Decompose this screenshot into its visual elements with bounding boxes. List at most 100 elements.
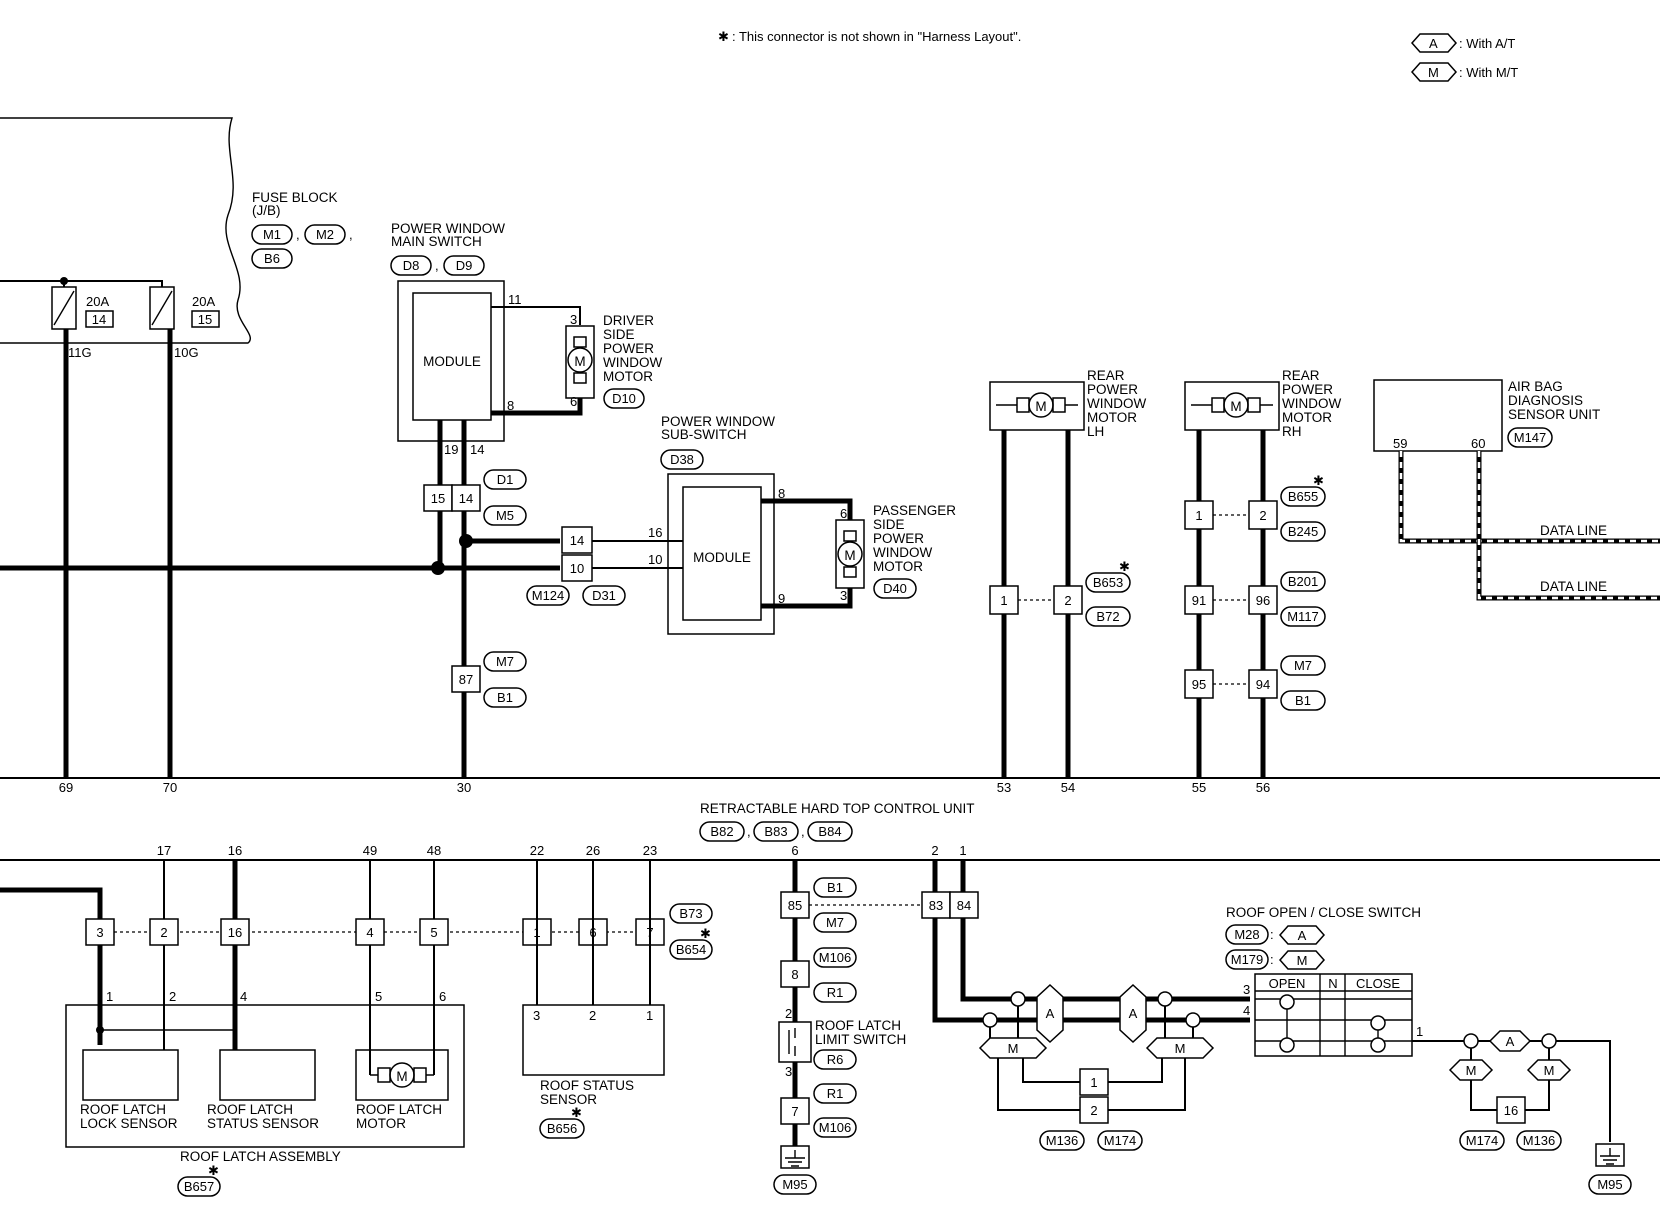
conn-d31 — [582, 585, 626, 606]
data-line-1-inner — [1399, 451, 1660, 543]
passenger-motor-body — [835, 519, 865, 589]
cu-pin-22: 22 — [530, 843, 544, 858]
roof-latch-labels: ROOF LATCH LOCK SENSOR ROOF LATCH STATUS… — [80, 1102, 442, 1197]
option-m-letter-right: M — [1175, 1041, 1186, 1056]
conn-m7-rh — [1280, 655, 1326, 676]
option-m-hex-left — [978, 1037, 1048, 1059]
ls-pin-2: 2 — [785, 1006, 792, 1021]
switch-at-letter: A — [1298, 928, 1307, 943]
passenger-motor-label: PASSENGER SIDE POWER WINDOW MOTOR D40 — [873, 503, 956, 599]
latch-motor-brush2 — [413, 1067, 427, 1083]
ground-symbol-1 — [780, 1145, 810, 1169]
airbag-unit-box — [1373, 379, 1503, 452]
rear-rh-l2: POWER — [1282, 382, 1333, 397]
conn-14-box — [561, 526, 593, 554]
roof-switch-title: ROOF OPEN / CLOSE SWITCH — [1226, 905, 1421, 920]
control-unit-pins-bottom: 17 16 49 48 22 26 23 6 2 1 — [157, 843, 967, 858]
conn-b653 — [1085, 572, 1131, 593]
wire-lock-sensor — [0, 887, 103, 1045]
b654-mark: ✱ — [700, 926, 711, 941]
conn-d1 — [483, 469, 527, 490]
latch-motor-leads — [369, 1050, 435, 1075]
conn-b1-label: B1 — [497, 690, 513, 705]
conn-d38 — [660, 449, 704, 470]
conn-b655 — [1280, 486, 1326, 507]
conn-r1-b — [813, 1083, 857, 1104]
pin-14: 14 — [470, 442, 484, 457]
rh-pin-1: 1 — [1195, 508, 1202, 523]
conn-b654 — [669, 939, 713, 960]
conn-b1-rh-label: B1 — [1295, 693, 1311, 708]
conn-b1-lower-label: B1 — [827, 880, 843, 895]
roof-status-label: ROOF STATUS SENSOR ✱ B656 — [539, 1078, 634, 1139]
junction-dot — [431, 561, 445, 575]
legend-mt-symbol — [1410, 62, 1458, 82]
conn-m95 — [773, 1174, 817, 1195]
rear-lh-motor-box — [989, 381, 1085, 431]
switch-dot — [1279, 994, 1295, 1010]
conn-b201-label: B201 — [1288, 574, 1318, 589]
ground-symbol-2 — [1595, 1143, 1625, 1167]
pw-main-module-label: MODULE — [423, 354, 481, 369]
airbag-pin-60: 60 — [1471, 436, 1485, 451]
option-symbols-left: A A M M 1 2 M136 M174 — [978, 983, 1215, 1151]
fuse-14-amp: 20A — [86, 294, 109, 309]
pin-s9: 9 — [778, 591, 785, 606]
conn-m174 — [1097, 1130, 1143, 1151]
k-pin-3: 3 — [96, 925, 103, 940]
conn-m28-label: M28 — [1234, 927, 1259, 942]
a-pin-4: 4 — [240, 989, 247, 1004]
option-a-letter-2: A — [1129, 1006, 1138, 1021]
conn-d40 — [873, 578, 917, 599]
rh-pin-91: 91 — [1192, 593, 1206, 608]
legend-mt-letter: M — [1428, 65, 1439, 80]
conn-b245-label: B245 — [1288, 524, 1318, 539]
cu-pin-48: 48 — [427, 843, 441, 858]
switch-dot — [1279, 1037, 1295, 1053]
cu-pin-30: 30 — [457, 780, 471, 795]
wire-pin1-switch — [960, 860, 1250, 1002]
k-pin-85: 85 — [788, 898, 802, 913]
comma: , — [349, 227, 353, 242]
wire-main-11 — [491, 306, 581, 325]
conn-m147-label: M147 — [1514, 430, 1547, 445]
conn-m106-b-label: M106 — [819, 1120, 852, 1135]
fuse-block-outline — [0, 117, 251, 344]
conn-b83 — [753, 821, 799, 842]
conn-b72-label: B72 — [1096, 609, 1119, 624]
pin-10: 10 — [648, 552, 662, 567]
fuse-14-num: 14 — [92, 312, 106, 327]
conn-m179 — [1225, 949, 1269, 970]
passenger-l2: SIDE — [873, 517, 905, 532]
passenger-pin-3: 3 — [840, 588, 847, 603]
fuse-14-element — [53, 290, 75, 326]
rear-rh-l3: WINDOW — [1282, 396, 1341, 411]
conn-b245 — [1280, 521, 1326, 542]
legend-mt-text: : With M/T — [1459, 65, 1518, 80]
cu-pin-1: 1 — [959, 843, 966, 858]
rh-pin-2: 2 — [1259, 508, 1266, 523]
conn-m7-lower — [813, 912, 857, 933]
fuse-conn-m2 — [304, 224, 346, 245]
k-pin-7b: 7 — [791, 1104, 798, 1119]
cu-pin-53: 53 — [997, 780, 1011, 795]
option-stubs — [989, 1006, 1194, 1038]
k-box-84 — [949, 891, 979, 919]
conn-m174-label: M174 — [1104, 1133, 1137, 1148]
switch-mt-letter: M — [1297, 953, 1308, 968]
rear-rh-circle — [1223, 392, 1249, 418]
rh-conn-96 — [1248, 585, 1278, 615]
conn-b82 — [699, 821, 745, 842]
pin-s8: 8 — [778, 486, 785, 501]
switch-pin-3: 3 — [1243, 982, 1250, 997]
conn-m7-rh-label: M7 — [1294, 658, 1312, 673]
roof-switch-label: ROOF OPEN / CLOSE SWITCH M28 : A M179 : … — [1225, 905, 1421, 970]
conn-m136-right-label: M136 — [1523, 1133, 1556, 1148]
option-m-letter-left: M — [1008, 1041, 1019, 1056]
rear-lh-brush2 — [1052, 397, 1066, 413]
roof-status-l2: SENSOR — [540, 1092, 597, 1107]
conn-b657 — [177, 1176, 221, 1197]
conn-b654-label: B654 — [676, 942, 706, 957]
conn-m136 — [1039, 1130, 1085, 1151]
option-a-letter-right: A — [1506, 1034, 1515, 1049]
